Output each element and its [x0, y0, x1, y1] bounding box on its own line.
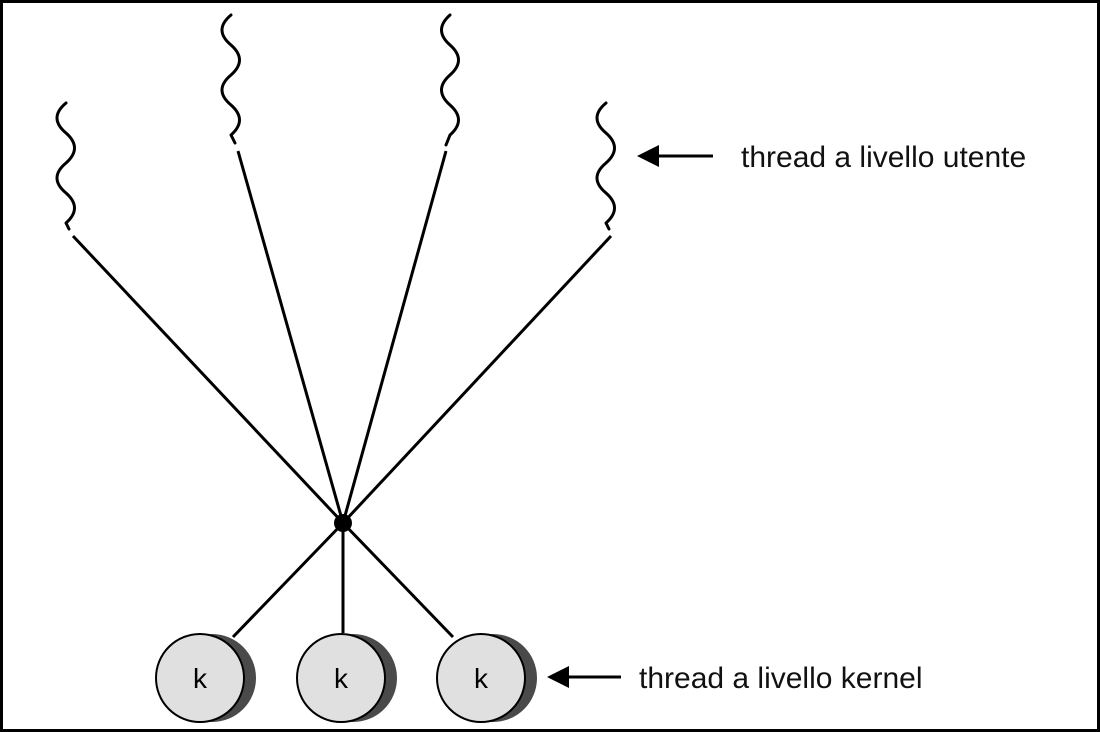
- arrow-head-icon: [547, 666, 569, 688]
- kernel-thread: k: [296, 633, 397, 723]
- diagram-frame: k k k thread a livello utente thread a l…: [3, 3, 1097, 729]
- connection-line: [341, 234, 613, 525]
- connection-line: [231, 521, 345, 639]
- user-thread-1: [55, 101, 76, 231]
- user-thread-3: [440, 13, 460, 147]
- connection-line: [341, 150, 448, 524]
- kernel-thread-label: k: [474, 663, 489, 694]
- multiplexing-point: [334, 514, 352, 532]
- connection-line: [236, 150, 345, 524]
- kernel-thread-label: k: [193, 663, 208, 694]
- user-threads: [55, 13, 616, 231]
- kernel-threads-label: thread a livello kernel: [639, 662, 923, 695]
- kernel-connections: [231, 521, 455, 639]
- many-to-many-thread-diagram: k k k thread a livello utente thread a l…: [55, 13, 1026, 723]
- user-threads-label: thread a livello utente: [741, 141, 1026, 174]
- user-thread-4: [595, 101, 616, 231]
- kernel-threads: k k k: [155, 633, 537, 723]
- kernel-thread: k: [436, 633, 537, 723]
- kernel-threads-callout: thread a livello kernel: [547, 662, 923, 695]
- kernel-thread-label: k: [334, 663, 349, 694]
- connection-line: [71, 234, 345, 525]
- connection-line: [341, 521, 455, 639]
- kernel-thread: k: [155, 633, 256, 723]
- user-connections: [71, 150, 613, 525]
- user-thread-2: [220, 13, 241, 145]
- arrow-head-icon: [637, 145, 659, 167]
- user-threads-callout: thread a livello utente: [637, 141, 1026, 174]
